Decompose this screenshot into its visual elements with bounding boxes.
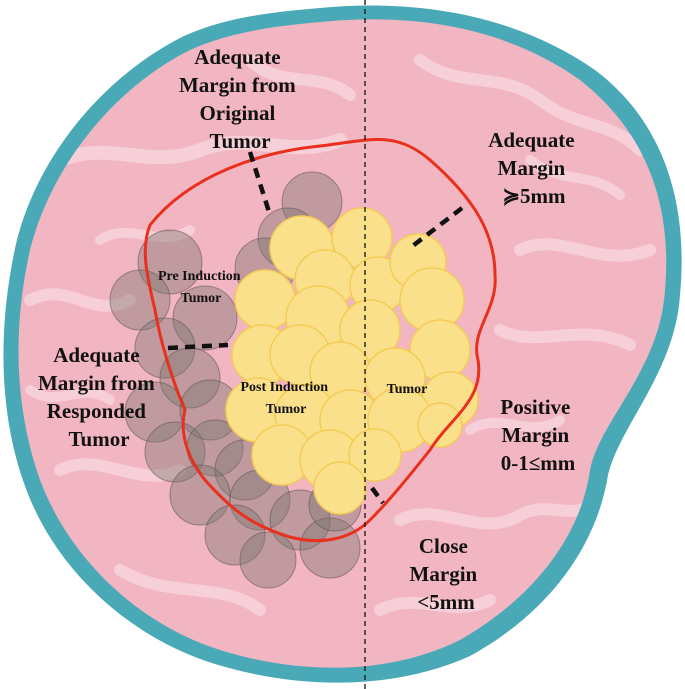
label-close-margin: Close Margin <5mm [410, 534, 483, 614]
label-pre-induction-tumor: Pre Induction Tumor [158, 269, 244, 306]
label-positive-margin: Positive Margin 0-1≤mm [500, 395, 575, 475]
post-induction-cell [339, 299, 401, 361]
label-adequate-margin-responded: Adequate Margin from Responded Tumor [38, 343, 160, 451]
pre-induction-cell [239, 531, 297, 589]
pre-induction-cell [299, 517, 361, 579]
post-induction-tumor-cells [225, 207, 479, 515]
post-induction-cell [348, 428, 402, 482]
label-post-induction-tumor: Post Induction Tumor [240, 380, 331, 417]
label-adequate-margin-5mm: Adequate Margin ≽5mm [488, 128, 580, 208]
dash-positive-margin [370, 486, 385, 505]
margin-distance-lines [167, 151, 464, 505]
tissue-texture [24, 54, 656, 616]
pre-induction-cell [172, 285, 238, 351]
dash-original-margin [247, 151, 273, 216]
post-induction-cell [417, 402, 463, 448]
label-tumor: Tumor [387, 382, 428, 397]
label-adequate-margin-original: Adequate Margin from Original Tumor [179, 45, 301, 153]
post-induction-cell [313, 461, 367, 515]
dash-5mm-margin [408, 206, 464, 250]
pre-induction-cell [137, 229, 203, 295]
resection-margin-line [143, 138, 497, 543]
